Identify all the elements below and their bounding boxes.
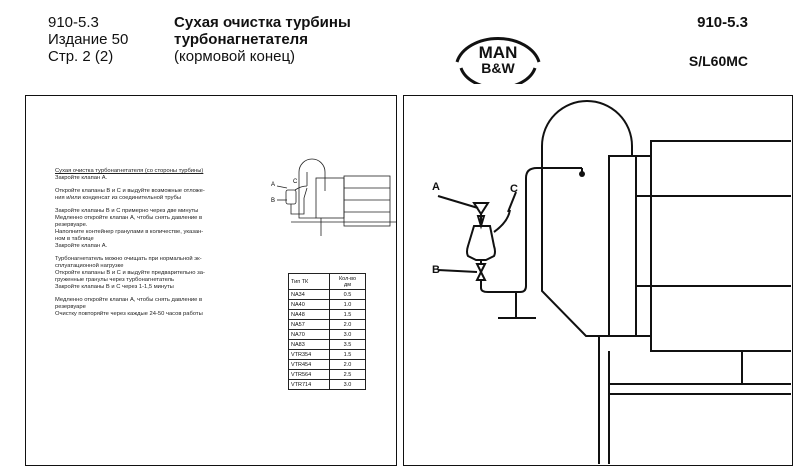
doc-meta: 910-5.3 Издание 50 Стр. 2 (2) [48,14,128,65]
small-turbocharger-drawing: A B C [271,158,396,236]
label-c: C [510,183,518,195]
step-8b: груженные гранулы через турбонагнетатель [55,277,175,283]
logo-line-1: MAN [479,43,518,62]
diagram-panel: A B C [403,95,793,466]
step-2a: Откройте клапаны В и С и выдуйте возможн… [55,188,205,194]
step-7b: сплуатационной нагрузке [55,263,124,269]
engine-model: S/L60MC [688,53,748,69]
doc-number-right: 910-5.3 [697,14,748,31]
step-7a: Турбонагнетатель можно очищать при норма… [55,256,202,262]
step-9: Закройте клапаны В и С через 1-1,5 минут… [55,284,174,290]
page-number: Стр. 2 (2) [48,48,114,65]
step-11: Очистку повторяйте через каждые 24-50 ча… [55,311,203,317]
step-8a: Откройте клапаны В и С и выдуйте предвар… [55,270,205,276]
instruction-text: Сухая очистка турбонагнетателя (со сторо… [55,168,303,318]
step-10a: Медленно откройте клапан А, чтобы снять … [55,297,203,303]
small-label-c: C [293,179,298,185]
title-line-1: Сухая очистка турбины [174,14,351,31]
small-label-a: A [271,182,275,188]
label-b: B [432,264,440,276]
title-line-2: турбонагнетателя [174,31,308,48]
man-bw-logo: MAN B&W [455,37,541,84]
small-label-b: B [271,198,275,204]
instructions-panel: A B C Сухая очистка турбонагнетателя (со… [25,95,397,466]
step-5b: ном в таблице [55,236,94,242]
turbocharger-diagram: A B C [432,100,791,464]
label-a: A [432,181,440,193]
edition: Издание 50 [48,31,129,48]
step-3: Закройте клапаны В и С примерно через дв… [55,208,199,214]
step-2b: ния и/или конденсат из соединительной тр… [55,195,182,201]
step-5a: Наполните контейнер гранулами в количест… [55,229,204,235]
instructions-heading: Сухая очистка турбонагнетателя (со сторо… [55,168,204,174]
page-title: Сухая очистка турбины турбонагнетателя (… [174,14,351,65]
step-4a: Медленно откройте клапан А, чтобы снять … [55,215,203,221]
logo-line-2: B&W [481,60,515,76]
step-1: Закройте клапан А. [55,175,108,181]
doc-number: 910-5.3 [48,14,99,31]
step-4b: резервуаре. [55,222,88,228]
step-6: Закройте клапан А. [55,243,108,249]
table-header-type: Тип ТК [288,273,330,290]
title-line-3: (кормовой конец) [174,48,296,65]
step-10b: резервуаре [55,304,86,310]
